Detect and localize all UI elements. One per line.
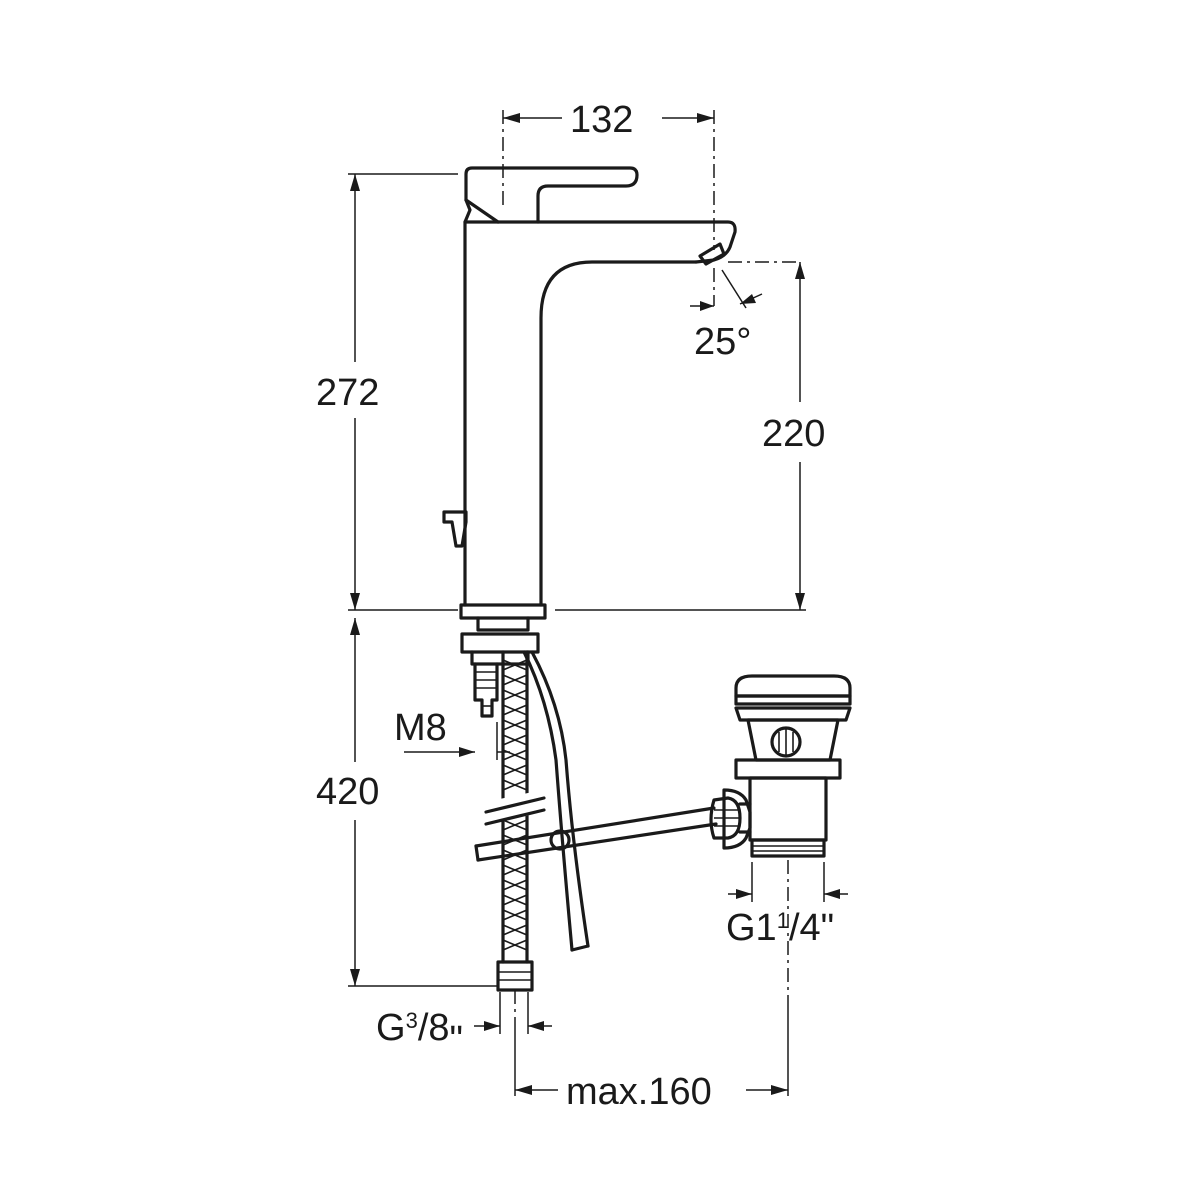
thread-m8-label: M8 — [394, 707, 447, 749]
dim-max160-label: max.160 — [566, 1071, 712, 1113]
tap-body — [442, 166, 737, 620]
mounting-assembly — [460, 616, 718, 992]
thread-g38-label: G3/8" — [376, 1007, 463, 1061]
dim-220-label: 220 — [762, 413, 825, 455]
dimension-labels: 132 272 220 25° 420 M8 G3/8" G11/4" max.… — [316, 99, 834, 1113]
dim-272-label: 272 — [316, 372, 379, 414]
centerlines — [502, 110, 800, 1030]
dim-132-label: 132 — [570, 99, 633, 141]
thread-g114-label: G11/4" — [726, 907, 834, 949]
dim-420-label: 420 — [316, 771, 379, 813]
dimension-lines — [348, 113, 848, 1096]
dim-angle-label: 25° — [694, 321, 751, 363]
waste-valve — [709, 674, 852, 858]
